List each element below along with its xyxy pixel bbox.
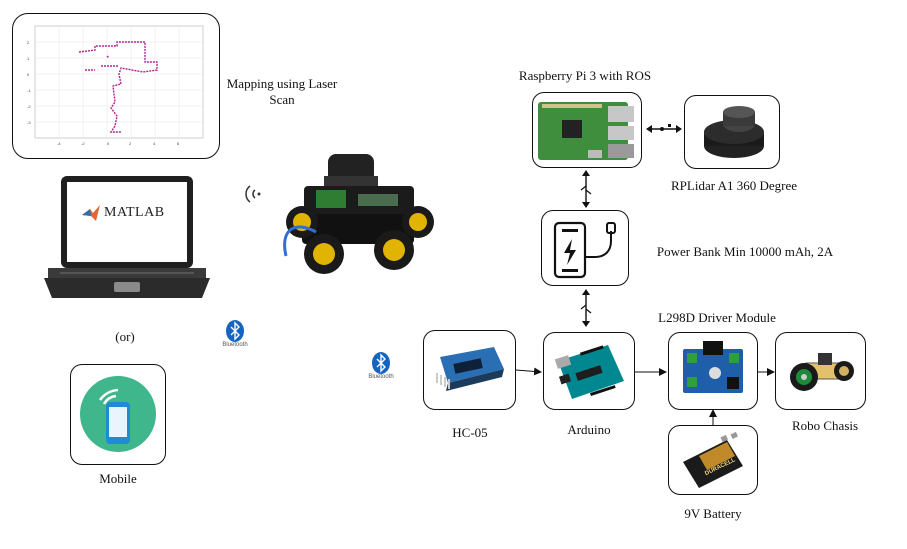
svg-text:-2: -2 (81, 141, 85, 146)
svg-text:2: 2 (129, 141, 132, 146)
matlab-logo: MATLAB (82, 200, 177, 226)
l298d-box (668, 332, 758, 410)
bluetooth-label: Bluetooth (368, 374, 394, 380)
raspberry-label: Raspberry Pi 3 with ROS (518, 68, 652, 83)
rplidar-label: RPLidar A1 360 Degree (670, 178, 797, 193)
battery-box: DURACELL (668, 425, 758, 495)
robo-chasis-box (775, 332, 866, 410)
raspberry-pi-box (532, 92, 642, 168)
hc05-label: HC-05 (452, 425, 488, 440)
hc05-image (436, 347, 504, 391)
svg-text:1: 1 (27, 56, 30, 61)
svg-text:0: 0 (107, 141, 110, 146)
svg-text:6: 6 (177, 141, 180, 146)
usb-icon (646, 124, 682, 133)
rplidar-image (704, 106, 764, 158)
arduino-box (543, 332, 635, 410)
robot-car-image (283, 154, 434, 274)
svg-text:-4: -4 (57, 141, 61, 146)
arduino-label: Arduino (567, 422, 611, 437)
robo-chasis-label: Robo Chasis (791, 418, 859, 433)
map-panel: 2 1 0 -1 -2 -3 -4 -2 0 2 4 6 (12, 13, 220, 159)
svg-text:0: 0 (27, 72, 30, 77)
l298d-image (683, 341, 743, 393)
matlab-logo-icon (82, 205, 100, 221)
battery-label: 9V Battery (684, 506, 742, 521)
battery-icon (553, 221, 616, 279)
bluetooth-indicator-1: Bluetooth (222, 320, 248, 348)
svg-text:-1: -1 (27, 88, 31, 93)
svg-text:2: 2 (27, 40, 30, 45)
svg-text:4: 4 (153, 141, 156, 146)
matlab-text: MATLAB (104, 205, 165, 220)
laptop-image (44, 176, 210, 298)
raspberry-pi-image (538, 102, 634, 160)
or-label: (or) (115, 329, 135, 344)
powerbank-label: Power Bank Min 10000 mAh, 2A (656, 244, 834, 259)
power-bank-box (541, 210, 629, 286)
nine-volt-battery-image: DURACELL (683, 432, 743, 488)
bluetooth-icon (226, 320, 244, 342)
usb-icon (580, 289, 592, 327)
arrow-hc05-arduino (515, 367, 542, 376)
arduino-image (554, 345, 624, 399)
bluetooth-icon (372, 352, 390, 374)
l298d-label: L298D Driver Module (658, 310, 776, 325)
laser-scan-map-image: 2 1 0 -1 -2 -3 -4 -2 0 2 4 6 (27, 25, 204, 146)
mobile-label: Mobile (99, 471, 137, 486)
wifi-signal-icon (245, 185, 261, 203)
phone-icon (80, 376, 156, 452)
svg-text:-2: -2 (27, 104, 31, 109)
svg-text:-3: -3 (27, 120, 31, 125)
hc05-box (423, 330, 516, 410)
mapping-label: Mapping using Laser Scan (226, 76, 338, 107)
mobile-box (70, 364, 166, 465)
rplidar-box (684, 95, 780, 169)
usb-icon (580, 170, 592, 208)
bluetooth-indicator-2: Bluetooth (368, 352, 394, 380)
robo-chasis-image (790, 353, 854, 391)
bluetooth-label: Bluetooth (222, 342, 248, 348)
